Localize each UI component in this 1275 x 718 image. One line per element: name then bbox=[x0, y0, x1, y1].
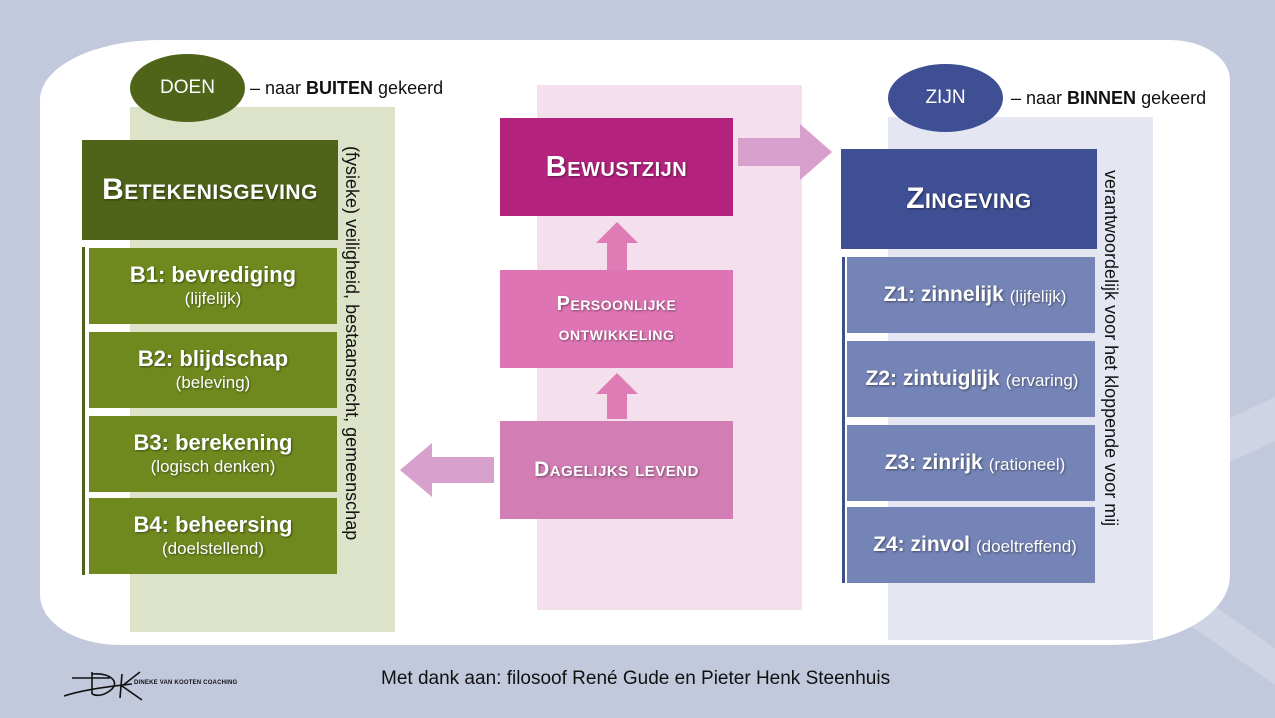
b4-sub: (doelstellend) bbox=[161, 539, 265, 558]
dagelijks-levend-title: Dagelijks levend bbox=[534, 458, 699, 481]
arrow-up-top bbox=[596, 222, 638, 270]
zingeving-header: Zingeving bbox=[841, 149, 1097, 249]
z4-title: Z4: zinvol bbox=[873, 533, 971, 556]
doen-vertical-text: (fysieke) veiligheid, bestaansrecht, gem… bbox=[342, 146, 362, 541]
b1-sub: (lijfelijk) bbox=[184, 289, 242, 308]
z1-title: Z1: zinnelijk bbox=[883, 283, 1004, 306]
b4-box: B4: beheersing (doelstellend) bbox=[89, 498, 337, 574]
zijn-ellipse-label: ZIJN bbox=[925, 87, 966, 108]
zijn-divider-line bbox=[842, 257, 845, 583]
z2-box: Z2: zintuiglijk (ervaring) bbox=[847, 341, 1095, 417]
betekenisgeving-header: Betekenisgeving bbox=[82, 140, 338, 240]
b4-title: B4: beheersing bbox=[133, 512, 293, 537]
doen-ellipse-label: DOEN bbox=[160, 77, 215, 98]
persoonlijke-line1: Persoonlijke bbox=[556, 293, 677, 315]
zijn-vertical-text: verantwoordelijk voor het kloppende voor… bbox=[1101, 170, 1121, 527]
bewustzijn-title: Bewustzijn bbox=[545, 150, 688, 183]
z1-box: Z1: zinnelijk (lijfelijk) bbox=[847, 257, 1095, 333]
b1-title: B1: bevrediging bbox=[129, 262, 297, 287]
betekenisgeving-title: Betekenisgeving bbox=[102, 173, 318, 206]
z1-sub: (lijfelijk) bbox=[1009, 287, 1067, 306]
credit-text: Met dank aan: filosoof René Gude en Piet… bbox=[381, 668, 891, 689]
z4-sub: (doeltreffend) bbox=[976, 537, 1077, 556]
z4-box: Z4: zinvol (doeltreffend) bbox=[847, 507, 1095, 583]
z2-sub: (ervaring) bbox=[1005, 371, 1079, 390]
z3-title: Z3: zinrijk bbox=[884, 451, 983, 474]
b3-sub: (logisch denken) bbox=[150, 457, 276, 476]
dagelijks-levend-box: Dagelijks levend bbox=[500, 421, 733, 519]
zijn-note: – naar BINNEN gekeerd bbox=[1011, 88, 1207, 108]
arrow-left bbox=[400, 443, 494, 497]
zijn-ellipse: ZIJN bbox=[888, 64, 1003, 132]
arrow-right bbox=[738, 124, 832, 180]
persoonlijke-ontwikkeling-box: Persoonlijke ontwikkeling bbox=[500, 270, 733, 368]
doen-divider-line bbox=[82, 247, 85, 575]
persoonlijke-line2: ontwikkeling bbox=[558, 323, 675, 345]
b1-box: B1: bevrediging (lijfelijk) bbox=[89, 248, 337, 324]
doen-note-strong: BUITEN bbox=[306, 78, 374, 98]
b2-title: B2: blijdschap bbox=[137, 346, 289, 371]
z3-box: Z3: zinrijk (rationeel) bbox=[847, 425, 1095, 501]
bewustzijn-box: Bewustzijn bbox=[500, 118, 733, 216]
b2-sub: (beleving) bbox=[175, 373, 251, 392]
z2-title: Z2: zintuiglijk bbox=[865, 367, 1000, 390]
z3-sub: (rationeel) bbox=[988, 455, 1066, 474]
logo-text: DINEKE VAN KOOTEN COACHING bbox=[134, 680, 238, 686]
b2-box: B2: blijdschap (beleving) bbox=[89, 332, 337, 408]
zingeving-title: Zingeving bbox=[906, 182, 1032, 215]
zijn-note-strong: BINNEN bbox=[1067, 88, 1137, 108]
b3-box: B3: berekening (logisch denken) bbox=[89, 416, 337, 492]
doen-note: – naar BUITEN gekeerd bbox=[250, 78, 444, 98]
doen-ellipse: DOEN bbox=[130, 54, 245, 122]
arrow-up-bottom bbox=[596, 373, 638, 419]
b3-title: B3: berekening bbox=[133, 430, 293, 455]
logo-signature-icon bbox=[63, 671, 143, 701]
